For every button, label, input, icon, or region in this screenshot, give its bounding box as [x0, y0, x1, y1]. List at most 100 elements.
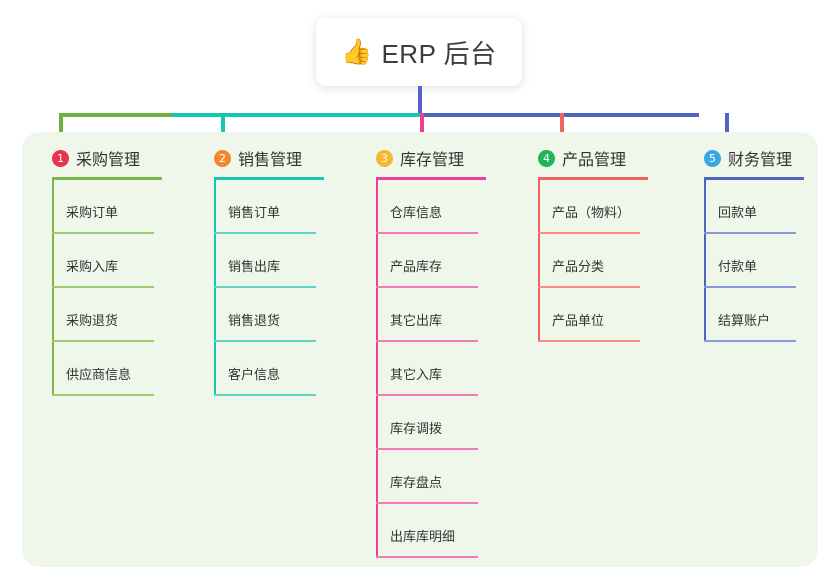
- branch-item[interactable]: 付款单: [690, 234, 830, 288]
- branch-column-采购管理[interactable]: 1 采购管理采购订单采购入库采购退货供应商信息: [38, 144, 188, 396]
- branch-item[interactable]: 采购入库: [38, 234, 188, 288]
- branch-header-rule: [214, 177, 324, 180]
- branch-item-label: 客户信息: [228, 367, 281, 382]
- branch-index-badge: 2: [214, 149, 231, 167]
- connector-drop-1: [59, 113, 63, 144]
- thumbs-up-icon: 👍: [341, 37, 373, 66]
- branch-item-label: 库存盘点: [390, 475, 443, 490]
- branch-item-rule: [538, 340, 640, 342]
- branch-item[interactable]: 供应商信息: [38, 342, 188, 396]
- branch-item-rule: [704, 286, 796, 288]
- branch-item[interactable]: 回款单: [690, 180, 830, 234]
- branch-item[interactable]: 销售订单: [200, 180, 350, 234]
- branch-item-label: 出库库明细: [390, 529, 456, 544]
- branch-item-list: 仓库信息产品库存其它出库其它入库库存调拨库存盘点出库库明细: [362, 180, 512, 558]
- branch-item[interactable]: 产品（物料）: [524, 180, 674, 234]
- branch-item-list: 回款单付款单结算账户: [690, 180, 830, 342]
- branch-item-label: 销售出库: [228, 259, 281, 274]
- branch-item-rule: [52, 286, 154, 288]
- branch-item-rule: [214, 340, 316, 342]
- branch-item-rule: [214, 232, 316, 234]
- branch-item-rule: [704, 340, 796, 342]
- branch-item-rule: [538, 232, 640, 234]
- branch-item-label: 产品库存: [390, 259, 443, 274]
- branch-item-rule: [376, 340, 478, 342]
- branch-title: 库存管理: [400, 152, 465, 169]
- branches-panel: [22, 132, 818, 567]
- branch-item-rule: [376, 232, 478, 234]
- branch-header-rule: [52, 177, 162, 180]
- branch-item-label: 产品（物料）: [552, 205, 631, 220]
- root-node-title: ERP 后台: [381, 38, 497, 69]
- branch-spine: [704, 180, 706, 342]
- branch-item-label: 采购入库: [66, 259, 119, 274]
- connector-trunk: [418, 86, 422, 115]
- connector-bus-segment-1: [59, 113, 172, 117]
- root-node-card[interactable]: 👍 ERP 后台: [316, 18, 522, 86]
- branch-item[interactable]: 采购退货: [38, 288, 188, 342]
- branch-header[interactable]: 2 销售管理: [200, 144, 350, 172]
- branch-title: 产品管理: [562, 152, 627, 169]
- branch-item[interactable]: 销售出库: [200, 234, 350, 288]
- branch-index-badge: 5: [704, 149, 721, 167]
- branch-item[interactable]: 其它出库: [362, 288, 512, 342]
- connector-drop-5: [725, 113, 729, 144]
- branch-header[interactable]: 5 财务管理: [690, 144, 830, 172]
- branch-item-rule: [538, 286, 640, 288]
- branch-item[interactable]: 产品库存: [362, 234, 512, 288]
- connector-bus-segment-3: [420, 113, 699, 117]
- branch-item-rule: [214, 286, 316, 288]
- branch-item-list: 采购订单采购入库采购退货供应商信息: [38, 180, 188, 396]
- branch-header-rule: [704, 177, 804, 180]
- branch-item[interactable]: 其它入库: [362, 342, 512, 396]
- connector-bus-segment-2: [172, 113, 420, 117]
- branch-item-label: 付款单: [718, 259, 758, 274]
- branch-title: 采购管理: [76, 152, 141, 169]
- branch-item-list: 产品（物料） 产品分类产品单位: [524, 180, 674, 342]
- branch-item-label: 供应商信息: [66, 367, 132, 382]
- branch-header-rule: [538, 177, 648, 180]
- branch-item[interactable]: 采购订单: [38, 180, 188, 234]
- branch-spine: [538, 180, 540, 342]
- branch-spine: [52, 180, 54, 396]
- branch-title: 销售管理: [238, 152, 303, 169]
- connector-drop-3: [420, 113, 424, 144]
- branch-index-badge: 1: [52, 149, 69, 167]
- branch-item-rule: [52, 232, 154, 234]
- branch-item[interactable]: 出库库明细: [362, 504, 512, 558]
- branch-item[interactable]: 仓库信息: [362, 180, 512, 234]
- branch-item-rule: [704, 232, 796, 234]
- branch-item-rule: [376, 394, 478, 396]
- branch-item[interactable]: 结算账户: [690, 288, 830, 342]
- branch-item-label: 其它入库: [390, 367, 443, 382]
- branch-item-rule: [376, 286, 478, 288]
- branch-item-label: 结算账户: [718, 313, 771, 328]
- branch-item-rule: [52, 340, 154, 342]
- connector-drop-2: [221, 113, 225, 144]
- branch-item[interactable]: 销售退货: [200, 288, 350, 342]
- branch-item-label: 采购退货: [66, 313, 119, 328]
- branch-item-label: 销售退货: [228, 313, 281, 328]
- branch-item-label: 回款单: [718, 205, 758, 220]
- branch-item-label: 采购订单: [66, 205, 119, 220]
- branch-item-label: 销售订单: [228, 205, 281, 220]
- branch-item-rule: [376, 502, 478, 504]
- branch-item-label: 仓库信息: [390, 205, 443, 220]
- connector-drop-4: [560, 113, 564, 144]
- branch-column-销售管理[interactable]: 2 销售管理销售订单销售出库销售退货客户信息: [200, 144, 350, 396]
- branch-item[interactable]: 库存调拨: [362, 396, 512, 450]
- branch-item-rule: [52, 394, 154, 396]
- branch-item[interactable]: 库存盘点: [362, 450, 512, 504]
- branch-header[interactable]: 1 采购管理: [38, 144, 188, 172]
- branch-item-rule: [376, 448, 478, 450]
- branch-column-财务管理[interactable]: 5 财务管理回款单付款单结算账户: [690, 144, 830, 342]
- branch-item[interactable]: 客户信息: [200, 342, 350, 396]
- branch-title: 财务管理: [728, 152, 793, 169]
- branch-item[interactable]: 产品分类: [524, 234, 674, 288]
- branch-item[interactable]: 产品单位: [524, 288, 674, 342]
